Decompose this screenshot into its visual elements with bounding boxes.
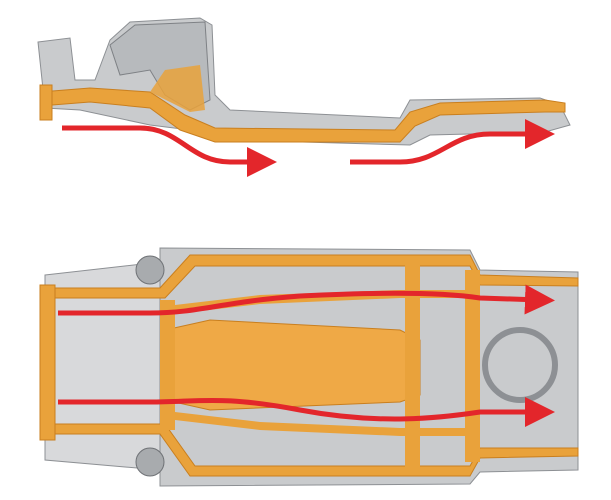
inner-rail-right bbox=[175, 412, 470, 436]
side-arrow-front bbox=[62, 125, 277, 177]
a-pillar-rail bbox=[150, 65, 205, 112]
rear-suspension-mount bbox=[482, 327, 558, 403]
front-crossmember bbox=[39, 84, 53, 121]
crossmember-front bbox=[160, 300, 175, 430]
top-view-chassis bbox=[39, 247, 579, 487]
top-arrow-left bbox=[58, 284, 555, 316]
center-tunnel bbox=[164, 319, 421, 411]
inner-rail-left bbox=[175, 290, 470, 314]
side-view-chassis bbox=[37, 17, 571, 177]
side-frame-rail bbox=[39, 87, 566, 143]
front-left-wheel-mount bbox=[135, 255, 165, 285]
top-arrow-right bbox=[58, 397, 555, 427]
front-right-wheel-mount bbox=[135, 447, 165, 477]
side-arrow-rear bbox=[350, 119, 555, 165]
front-bumper-beam bbox=[39, 284, 56, 441]
outer-frame-left bbox=[47, 254, 579, 299]
